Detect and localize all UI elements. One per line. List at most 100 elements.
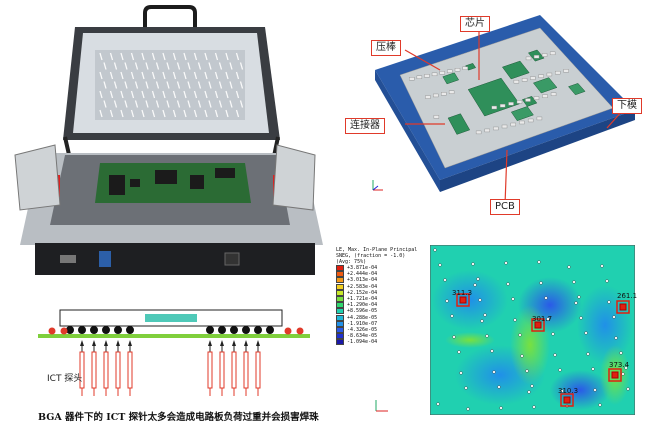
red-solder-ball bbox=[284, 327, 292, 335]
caption: BGA 器件下的 ICT 探针太多会造成电路板负荷过重并会损害焊珠 bbox=[38, 412, 319, 423]
probe-point bbox=[457, 350, 461, 354]
lid-probe-pin bbox=[141, 71, 145, 80]
lid-probe-pin bbox=[124, 81, 128, 89]
lid-probe-pin bbox=[214, 52, 219, 61]
small-component bbox=[433, 115, 440, 119]
small-component bbox=[542, 94, 548, 98]
legend-value: +4.288e-05 bbox=[347, 314, 378, 321]
lid-probe-pin bbox=[225, 71, 229, 80]
lid-probe-pin bbox=[197, 100, 202, 108]
small-component bbox=[475, 130, 482, 135]
lid-probe-pin bbox=[166, 100, 170, 108]
lid-probe-pin bbox=[103, 100, 107, 108]
legend-value: -4.326e-05 bbox=[347, 326, 378, 333]
probe-point bbox=[626, 387, 630, 391]
probe-point bbox=[593, 388, 597, 392]
lid-probe-pin bbox=[162, 90, 166, 99]
red-solder-ball bbox=[296, 327, 304, 335]
ict-probe bbox=[231, 340, 237, 396]
callout-pcb: PCB bbox=[490, 199, 520, 215]
probe-point bbox=[579, 316, 583, 320]
lid-probe-pin bbox=[193, 109, 198, 118]
probe-point bbox=[445, 299, 449, 303]
lid-probe-pin bbox=[113, 81, 118, 89]
legend-title-1: LE, Max. In-Plane Principal bbox=[336, 247, 418, 253]
probe-point bbox=[619, 351, 623, 355]
probe-point bbox=[527, 390, 531, 394]
hotspot-label: 373.4 bbox=[609, 361, 630, 369]
probe-point bbox=[492, 370, 496, 374]
probe-point bbox=[567, 265, 571, 269]
probe-point bbox=[624, 366, 628, 370]
lid-probe-pin bbox=[155, 62, 160, 70]
lid-probe-pin bbox=[235, 109, 240, 118]
probe-point bbox=[473, 283, 477, 287]
lid-probe-pin bbox=[120, 52, 124, 61]
small-component bbox=[433, 93, 439, 98]
lid-probe-pin bbox=[176, 62, 181, 70]
board-component bbox=[467, 77, 520, 117]
small-component bbox=[447, 69, 453, 74]
bga-solder-ball bbox=[218, 326, 226, 334]
probe-point bbox=[572, 280, 576, 284]
lid-probe-pin bbox=[124, 100, 128, 108]
ict-probe bbox=[91, 340, 97, 396]
legend-value: +3.871e-04 bbox=[347, 265, 378, 272]
probe-point bbox=[586, 352, 590, 356]
lid-probe-pin bbox=[204, 52, 208, 61]
lid-probe-pin bbox=[239, 62, 244, 70]
lid-probe-pin bbox=[151, 90, 156, 99]
hotspot-label: 261.1 bbox=[617, 292, 638, 300]
lid-probe-pin bbox=[204, 71, 208, 80]
probe-point bbox=[558, 368, 562, 372]
probe-point bbox=[612, 315, 616, 319]
bga-solder-ball bbox=[102, 326, 110, 334]
probe-point bbox=[459, 371, 463, 375]
lid-probe-pin bbox=[130, 52, 135, 61]
legend-value: +1.721e-04 bbox=[347, 296, 378, 303]
probe-point bbox=[480, 319, 484, 323]
lid-probe-pin bbox=[218, 100, 223, 108]
lid-probe-pin bbox=[109, 90, 114, 99]
probe-point bbox=[464, 386, 468, 390]
legend-row: +2.583e-04 bbox=[336, 283, 428, 290]
lid-probe-pin bbox=[120, 71, 124, 80]
lid-probe-pin bbox=[162, 52, 166, 61]
probe-point bbox=[478, 298, 482, 302]
probe-point bbox=[513, 318, 517, 322]
ict-probe bbox=[219, 340, 225, 396]
probe-point bbox=[577, 295, 581, 299]
probe-point bbox=[511, 297, 515, 301]
legend-row: +2.444e-04 bbox=[336, 271, 428, 278]
probe-point bbox=[476, 277, 480, 281]
lid-probe-pin bbox=[204, 109, 208, 118]
legend-row: +8.596e-05 bbox=[336, 308, 428, 315]
lid-probe-pin bbox=[109, 109, 114, 118]
lid-probe-pin bbox=[208, 100, 212, 108]
lid-probe-pin bbox=[204, 90, 208, 99]
bga-solder-ball bbox=[266, 326, 274, 334]
lid-probe-pin bbox=[151, 71, 156, 80]
small-component bbox=[431, 72, 438, 77]
probe-point bbox=[532, 405, 536, 409]
lid-probe-pin bbox=[235, 52, 240, 61]
lid-probe-pin bbox=[103, 62, 107, 70]
legend-row: -1.910e-07 bbox=[336, 320, 428, 327]
bga-solder-ball bbox=[90, 326, 98, 334]
legend-row: -1.094e-04 bbox=[336, 339, 428, 346]
fea-model-view bbox=[345, 0, 650, 210]
small-component bbox=[541, 53, 548, 57]
probe-point bbox=[485, 334, 489, 338]
lid-probe-pin bbox=[183, 52, 187, 61]
hotspot-core bbox=[619, 303, 627, 311]
lid-probe-pin bbox=[183, 109, 187, 118]
legend-row: -8.634e-05 bbox=[336, 333, 428, 340]
ict-probe bbox=[207, 340, 213, 396]
small-component bbox=[555, 70, 561, 75]
lid-probe-pin bbox=[130, 71, 135, 80]
bga-solder-ball bbox=[254, 326, 262, 334]
probe-point bbox=[433, 248, 437, 252]
small-component bbox=[550, 92, 557, 96]
lid-probe-pin bbox=[151, 109, 156, 118]
small-component bbox=[409, 77, 415, 81]
